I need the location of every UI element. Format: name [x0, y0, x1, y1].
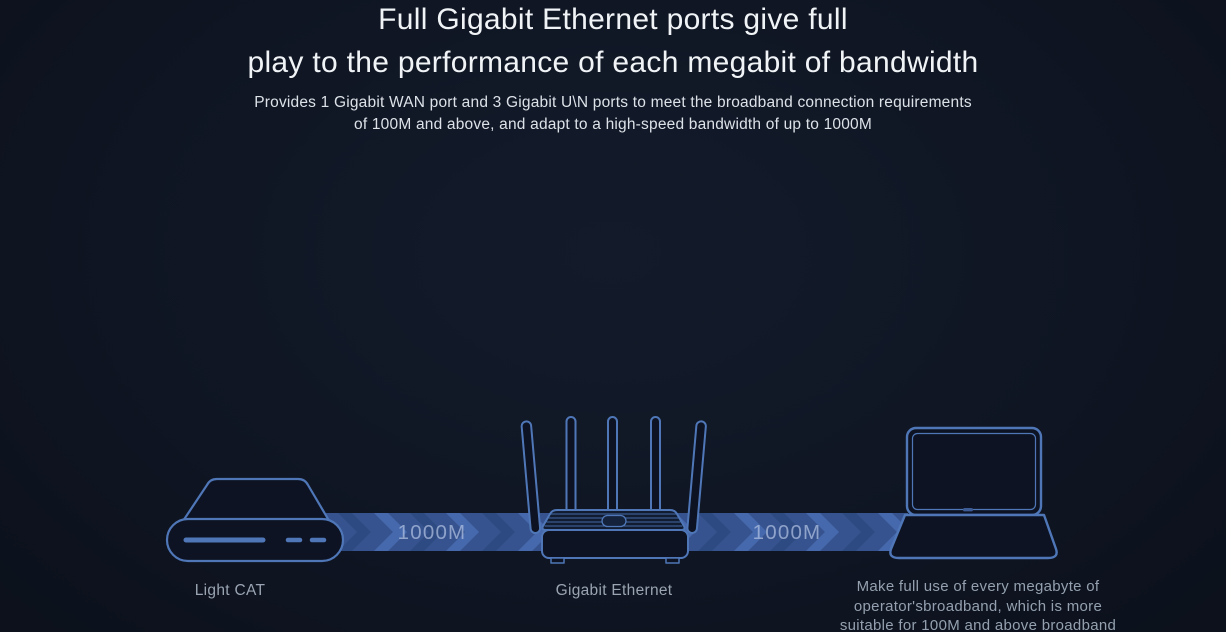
link-speed-label-1: 1000M [397, 521, 467, 544]
section-title: Full Gigabit Ethernet ports give full pl… [0, 0, 1226, 84]
router-caption: Gigabit Ethernet [555, 582, 673, 599]
laptop-caption: Make full use of every megabyte of opera… [828, 577, 1128, 632]
link-speed-label-2: 1000M [752, 521, 822, 544]
laptop-caption-line2: operator'sbroadband, which is more [853, 597, 1103, 615]
section-subtitle: Provides 1 Gigabit WAN port and 3 Gigabi… [0, 92, 1226, 137]
section-title-line1: Full Gigabit Ethernet ports give full [378, 3, 848, 37]
section-title-line2: play to the performance of each megabit … [247, 46, 979, 80]
laptop-illustration [889, 426, 1058, 560]
router-illustration [520, 416, 707, 564]
section-subtitle-line2: of 100M and above, and adapt to a high-s… [354, 116, 872, 133]
section-subtitle-line1: Provides 1 Gigabit WAN port and 3 Gigabi… [254, 93, 972, 111]
modem-illustration [165, 477, 345, 563]
laptop-caption-line1: Make full use of every megabyte of [856, 578, 1100, 595]
laptop-caption-line3: suitable for 100M and above broadband [839, 617, 1117, 632]
modem-caption: Light CAT [194, 582, 266, 599]
